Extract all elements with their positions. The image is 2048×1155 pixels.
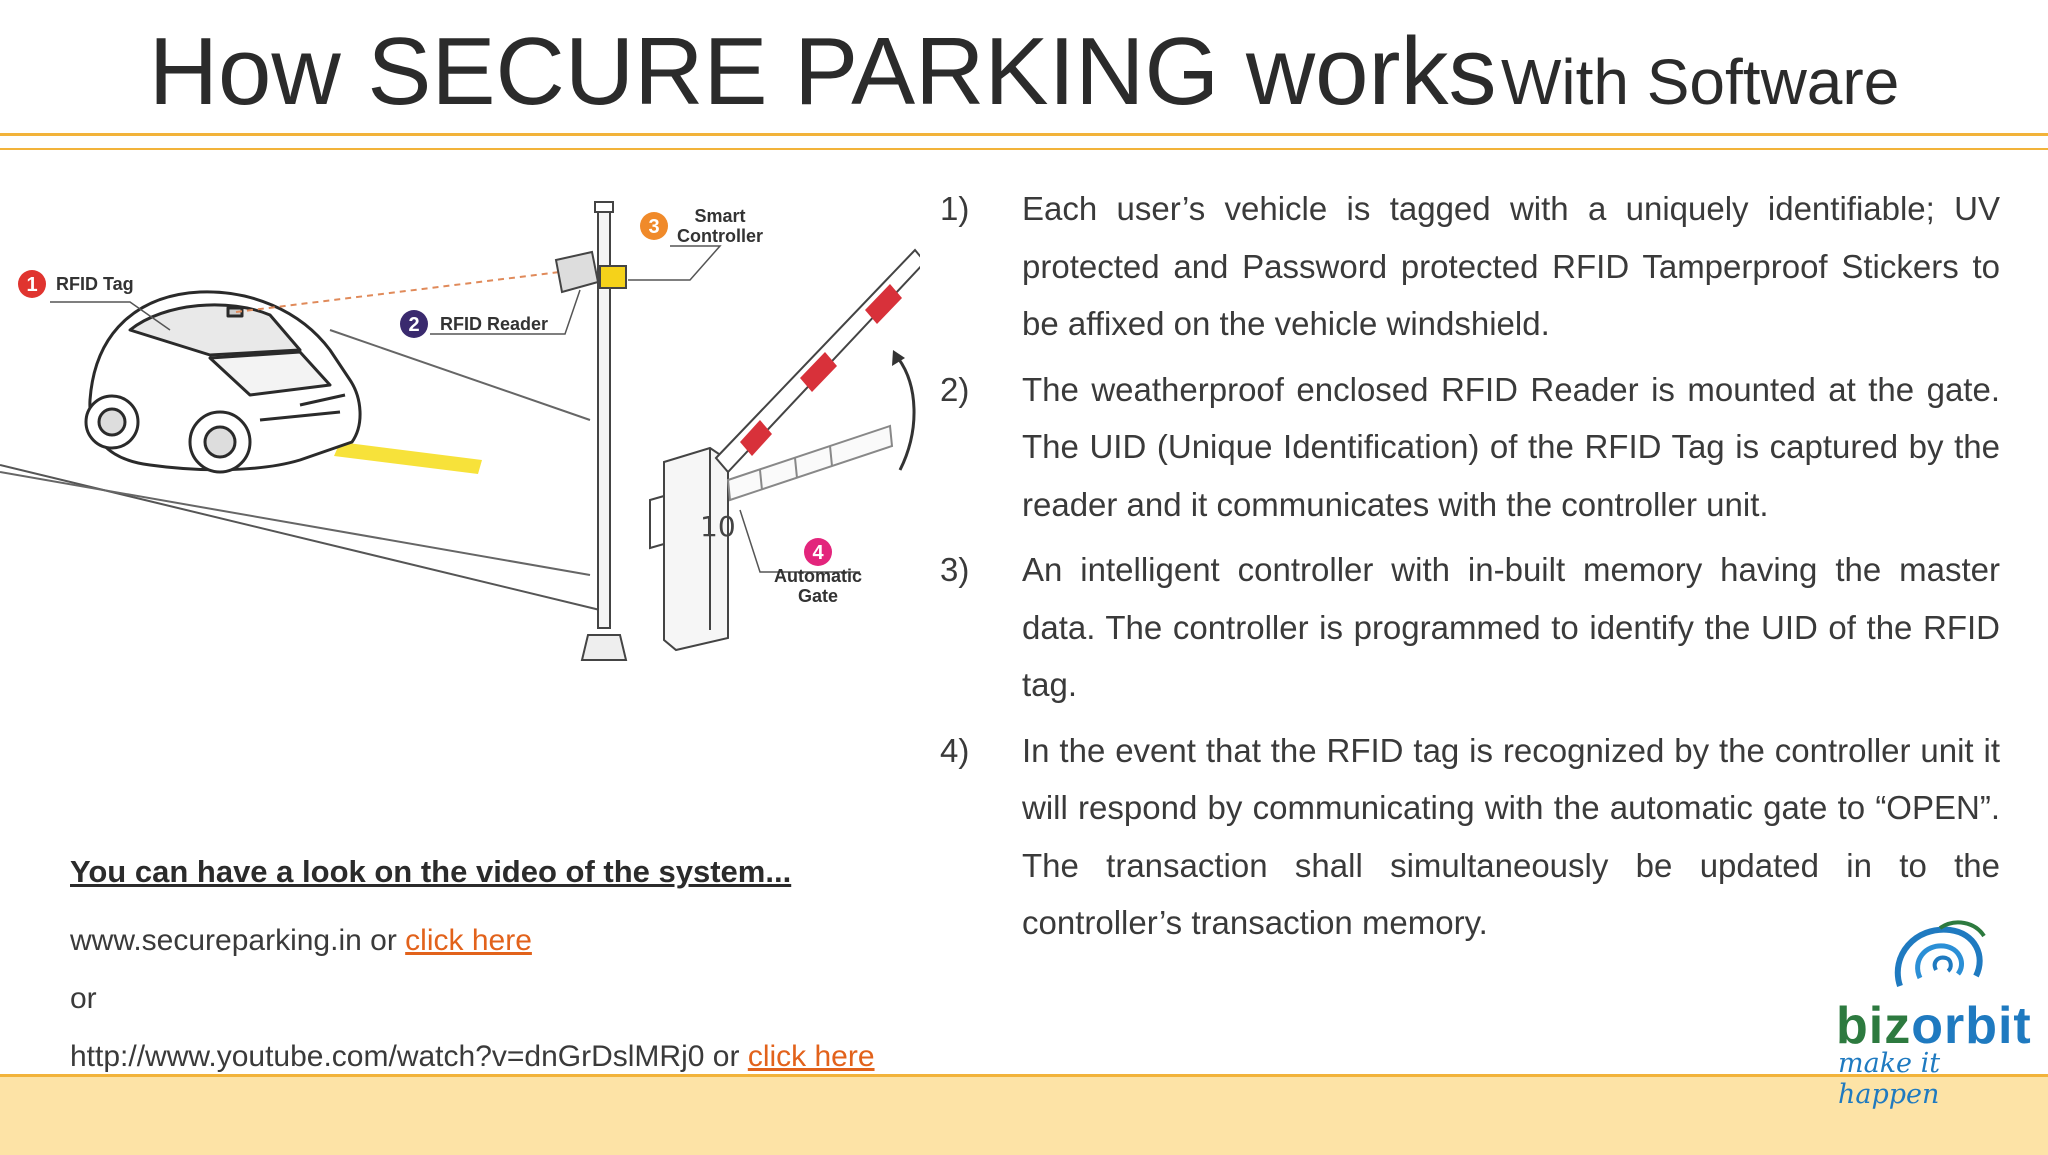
title-rule (0, 133, 2048, 136)
smart-controller-box (599, 265, 627, 289)
or-line: or (70, 982, 97, 1015)
video-section: You can have a look on the video of the … (70, 854, 930, 1086)
svg-text:4: 4 (812, 542, 824, 564)
video-heading: You can have a look on the video of the … (70, 854, 792, 889)
step-number: 4) (940, 731, 970, 769)
step-item: 2) The weatherproof enclosed RFID Reader… (940, 361, 2000, 534)
bizorbit-logo: bizorbit make it happen (1836, 916, 2036, 1110)
step-item: 4) In the event that the RFID tag is rec… (940, 722, 2000, 952)
step-item: 3) An intelligent controller with in-bui… (940, 541, 2000, 714)
barrier-arm-ghost (726, 424, 894, 502)
orbit-swirl-icon (1894, 920, 1986, 987)
youtube-url: http://www.youtube.com/watch?v=dnGrDslMR… (70, 1040, 705, 1073)
footer-band (0, 1074, 2048, 1155)
step-number: 1) (940, 190, 970, 227)
click-here-link-youtube[interactable]: click here (747, 1040, 875, 1073)
or-text: or (712, 1040, 740, 1073)
svg-text:1: 1 (26, 274, 37, 296)
parking-illustration: 10 1 RFID Tag 2 RFID Reader 3 Smart Cont… (0, 201, 920, 661)
label-smart: Smart (694, 206, 745, 226)
svg-text:3: 3 (648, 216, 659, 238)
signal-dash (235, 271, 561, 313)
steps-list: 1) Each user’s vehicle is tagged with a … (940, 180, 2000, 960)
road-line-lower (0, 471, 591, 576)
svg-text:2: 2 (408, 314, 419, 336)
slide-title: How SECURE PARKING works With Software (0, 24, 2048, 120)
leader-controller (628, 245, 722, 281)
logo-brand: bizorbit (1836, 996, 2032, 1056)
logo-tagline: make it happen (1838, 1048, 1941, 1110)
barrier-arm-raised (714, 248, 920, 474)
site-line: www.secureparking.in or click here (70, 912, 930, 970)
step-number: 3) (940, 551, 970, 588)
label-controller: Controller (677, 226, 763, 246)
youtube-line: http://www.youtube.com/watch?v=dnGrDslMR… (70, 1028, 930, 1086)
svg-text:10: 10 (700, 510, 736, 543)
raise-arrow-icon (896, 357, 916, 471)
callout-2: 2 RFID Reader (400, 310, 548, 338)
label-gate: Gate (798, 586, 838, 606)
label-rfid-tag: RFID Tag (56, 274, 134, 294)
step-text: Each user’s vehicle is tagged with a uni… (1022, 190, 2000, 342)
rfid-reader-box (554, 250, 600, 294)
step-item: 1) Each user’s vehicle is tagged with a … (940, 180, 2000, 353)
site-url: www.secureparking.in (70, 924, 362, 957)
callout-3: 3 Smart Controller (640, 206, 763, 246)
label-rfid-reader: RFID Reader (440, 314, 548, 334)
click-here-link-site[interactable]: click here (405, 924, 532, 957)
step-text: The weatherproof enclosed RFID Reader is… (1022, 370, 2000, 523)
pole-base (580, 634, 628, 661)
car-icon (84, 290, 362, 474)
callout-1: 1 RFID Tag (18, 270, 134, 298)
pole-cap (594, 201, 614, 213)
gate-cabinet (663, 446, 729, 652)
title-sub: With Software (1500, 46, 1900, 118)
leader-gate (739, 509, 860, 573)
step-number: 2) (940, 370, 970, 408)
title-rule-thin (0, 148, 2048, 150)
callout-4: 4 Automatic Gate (774, 538, 862, 606)
step-text: An intelligent controller with in-built … (1022, 551, 2000, 703)
yellow-stop-marker (334, 442, 482, 474)
logo-brand-biz: biz (1836, 997, 1912, 1055)
leader-rfid-tag (50, 301, 171, 331)
road-line-upper (329, 329, 591, 421)
label-automatic: Automatic (774, 566, 862, 586)
or-text: or (370, 924, 397, 957)
leader-rfid-reader (430, 289, 581, 335)
logo-brand-orbit: orbit (1911, 997, 2032, 1055)
title-main: How SECURE PARKING works (148, 18, 1497, 125)
gate-side-panel (649, 494, 665, 550)
step-text: In the event that the RFID tag is recogn… (1022, 731, 2000, 942)
